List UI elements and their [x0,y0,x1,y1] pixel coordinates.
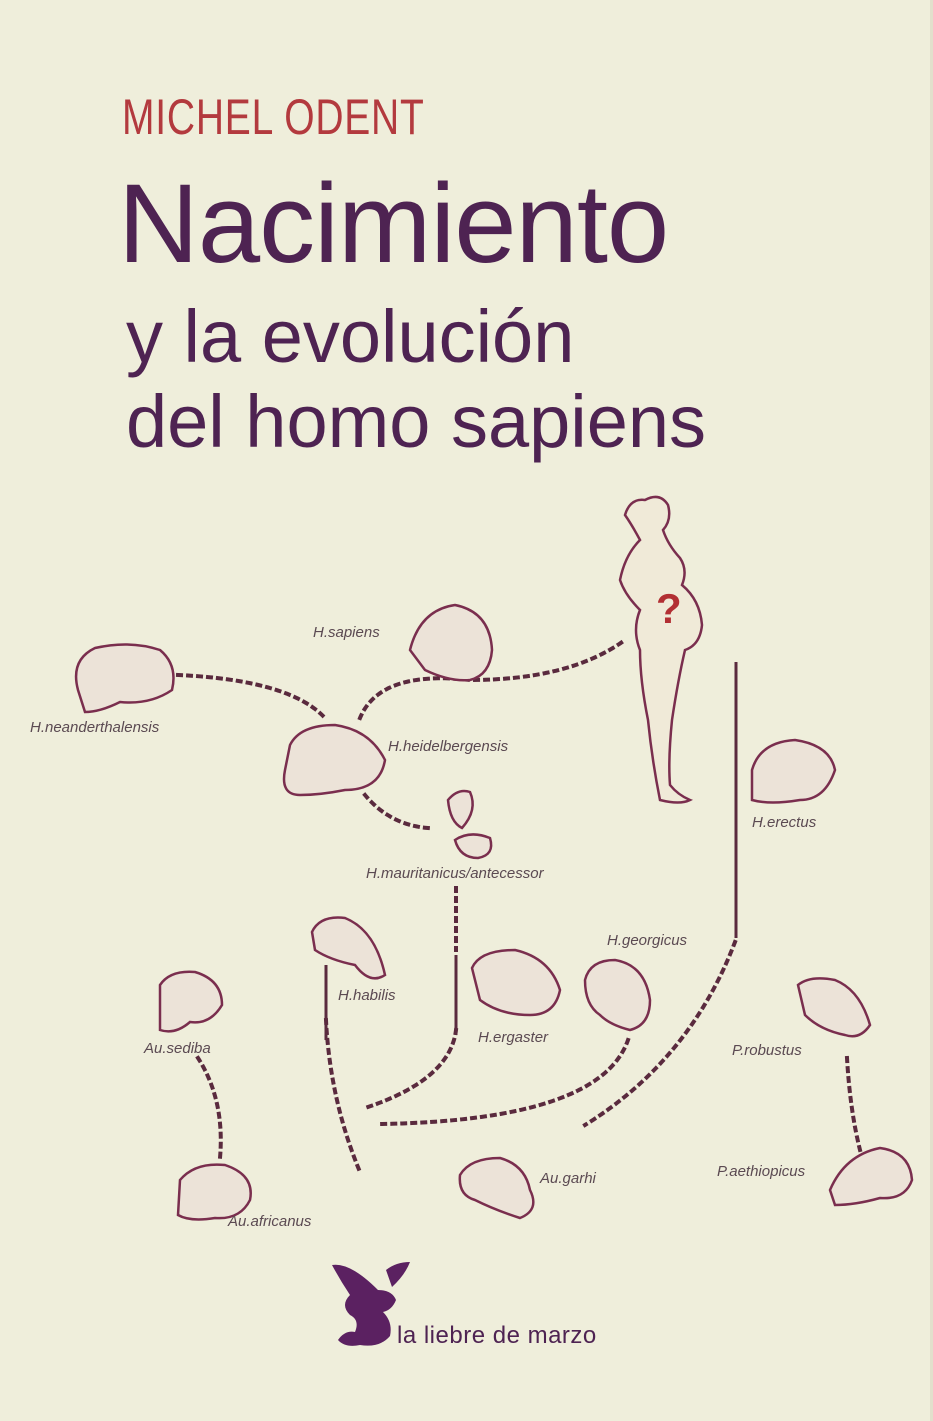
label-neanderthalensis: H.neanderthalensis [30,719,160,736]
question-mark: ? [656,585,682,632]
label-erectus: H.erectus [752,814,817,831]
label-mauritanicus: H.mauritanicus/antecessor [366,865,544,882]
publisher-name: la liebre de marzo [397,1322,597,1349]
author-name: MICHEL ODENT [122,89,425,145]
skull-garhi-icon [458,1156,535,1220]
link-sediba-africanus [195,1055,223,1161]
label-habilis: H.habilis [338,987,396,1004]
link-erectus-curve [582,939,738,1128]
skull-habilis-icon [310,916,387,980]
skull-aethiopicus-icon [828,1146,914,1207]
skull-sediba-icon [158,970,224,1033]
link-habilis-down [323,1017,363,1175]
skull-georgicus-icon [583,958,652,1032]
label-sapiens: H.sapiens [313,624,380,641]
skull-heidelberg-icon [282,723,387,797]
link-robustus-aethiopicus [844,1055,863,1153]
label-aethiopicus: P.aethiopicus [717,1163,806,1180]
skull-africanus-icon [176,1163,252,1221]
skull-erectus-icon [750,738,837,804]
label-garhi: Au.garhi [540,1170,596,1187]
link-ergaster-curve [362,1027,459,1111]
label-africanus: Au.africanus [228,1213,312,1230]
title-line-2: y la evolución [126,295,575,378]
label-georgicus: H.georgicus [607,932,688,949]
title-line-3: del homo sapiens [126,380,707,463]
link-georgicus-base [379,1037,631,1127]
skull-ergaster-icon [470,948,562,1017]
label-ergaster: H.ergaster [478,1029,549,1046]
link-heidelberg-mauritanicus [362,792,431,831]
skull-robustus-icon [796,977,872,1038]
skull-neanderthal-icon [74,643,175,714]
link-heidelberg-sapiens [357,637,628,721]
pregnant-woman-icon [618,495,704,804]
label-heidelbergensis: H.heidelbergensis [388,738,509,755]
label-robustus: P.robustus [732,1042,802,1059]
label-sediba: Au.sediba [144,1040,211,1057]
rabbit-logo-icon [332,1262,410,1346]
title-main: Nacimiento [118,161,669,286]
link-neanderthal-heidelberg [175,672,328,721]
skull-sapiens-icon [408,603,494,682]
skull-mauritanicus-icon [446,789,493,860]
